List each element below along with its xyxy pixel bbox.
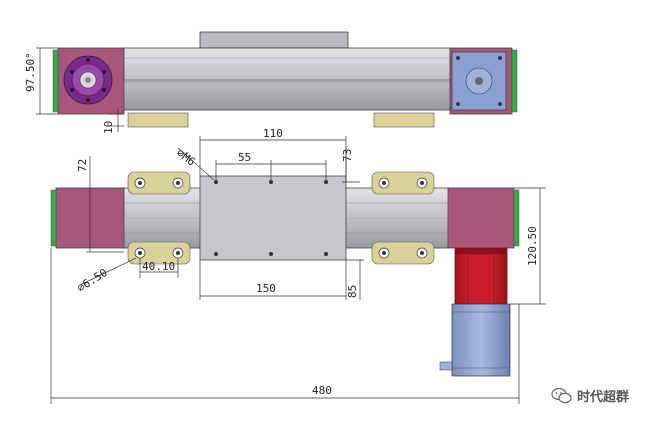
dim-label-480: 480 [312,384,332,397]
motor-connector [439,361,453,371]
dim-hole-650: ∅6.50 [75,257,137,295]
mount-block-bl [127,241,191,265]
plan-view: 110 55 ∅M6 73 72 ∅6.50 [50,127,546,404]
dim-110: 110 [199,127,347,176]
dim-12050: 120.50 [510,187,546,305]
top-carriage-plate [199,31,349,49]
dim-label-12050: 120.50 [526,226,539,266]
top-left-green-seal [52,49,59,113]
dim-label-55: 55 [238,151,251,164]
top-base-block-left [127,112,189,128]
top-view: 97.50° 10 [24,31,518,134]
plan-right-endcap [447,187,515,249]
dim-label-72: 72 [76,159,89,172]
dim-4010: 40.10 [139,258,179,278]
dim-85: 85 [346,259,364,300]
dim-label-73: 73 [341,149,354,162]
dim-73: 73 [341,146,360,183]
dim-label-150: 150 [256,282,276,295]
top-rail-body [121,47,451,111]
top-right-green-seal [511,49,518,113]
dim-150: 150 [199,260,347,300]
mount-block-tl [127,171,191,195]
plan-left-green-seal [50,189,57,247]
mount-block-tr [371,171,435,195]
watermark-text: 时代超群 [576,390,629,405]
plan-right-green-seal [513,189,520,247]
wechat-icon [551,387,572,403]
dim-top-height: 97.50° [24,47,58,115]
watermark: 时代超群 [551,386,629,405]
mount-block-br [371,241,435,265]
top-base-block-right [373,112,435,128]
dim-label-top-height: 97.50° [24,52,37,92]
motor-body [451,303,511,377]
dim-label-top-gap: 10 [102,121,115,134]
dim-label-4010: 40.10 [142,260,175,273]
dim-72: 72 [76,156,124,253]
pulley-icon [63,55,113,105]
dim-label-110: 110 [263,127,283,140]
dim-480: 480 [50,248,520,404]
dim-top-gap: 10 [102,108,124,134]
dim-55: 55 [215,151,272,180]
plan-carriage [199,175,347,261]
dim-label-85: 85 [346,285,359,298]
dim-label-hole-650: ∅6.50 [75,266,110,295]
dim-label-m6: ∅M6 [174,146,198,168]
